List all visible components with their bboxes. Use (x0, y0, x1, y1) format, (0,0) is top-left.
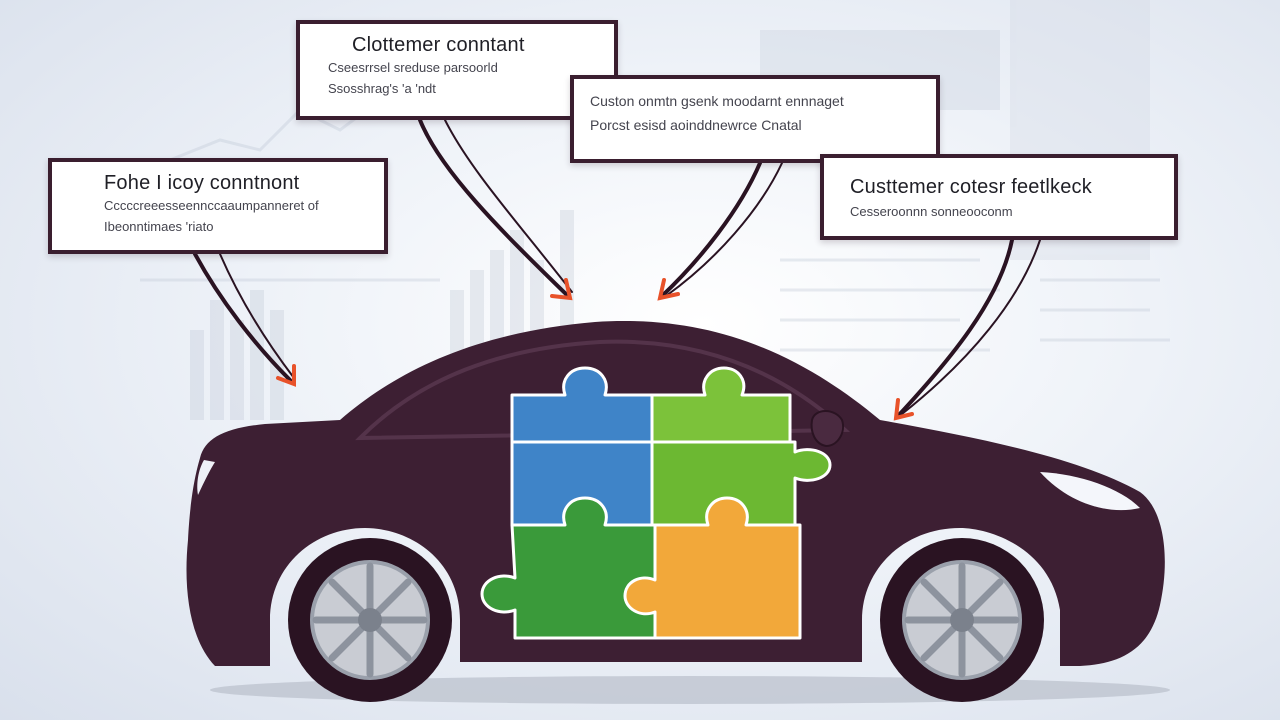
puzzle (480, 366, 832, 640)
speech-bubble-custom-comment: Custon onmtn gsenk moodarnt ennnaget Por… (570, 75, 940, 163)
rear-wheel (288, 538, 452, 702)
bubble-line: Cseesrrsel sreduse parsoorld (328, 60, 498, 75)
speech-bubble-vehicle-comment: Fohe I icoy conntnont Cccccreeesseenncca… (48, 158, 388, 254)
puzzle-piece-lime-top (650, 366, 792, 444)
puzzle-piece-blue-top (510, 366, 654, 444)
bubble-line: Cccccreeesseennccaaumpanneret of (104, 198, 319, 213)
bubble-line: Porcst esisd aoinddnewrce Cnatal (590, 117, 802, 133)
bubble-line: Cesseroonnn sonneooconm (850, 204, 1013, 219)
arrow-heads (276, 278, 914, 421)
arrow-4 (896, 238, 1014, 418)
arrow-head-4 (893, 398, 914, 421)
front-wheel (880, 538, 1044, 702)
speech-bubble-customer-feedback: Custtemer cotesr feetlkeck Cesseroonnn s… (820, 154, 1178, 240)
bubble-title: Fohe I icoy conntnont (104, 172, 300, 194)
bubble-line: Ssosshrag's 'a 'ndt (328, 81, 436, 96)
arrow-1 (418, 118, 570, 298)
bubble-title: Custtemer cotesr feetlkeck (850, 176, 1092, 198)
bubble-line: Custon onmtn gsenk moodarnt ennnaget (590, 93, 844, 109)
bubble-line: Ibeonntimaes 'riato (104, 219, 214, 234)
arrow-head-1 (550, 278, 573, 301)
car-mirror (810, 410, 844, 448)
speech-bubble-customer-comment: Clottemer conntant Cseesrrsel sreduse pa… (296, 20, 618, 120)
arrow-head-2 (657, 278, 680, 301)
car-window-outline (355, 339, 851, 441)
arrow-2 (660, 161, 762, 298)
puzzle-piece-orange-bottom (623, 496, 802, 640)
arrow-head-3 (276, 364, 296, 387)
bubble-title: Clottemer conntant (352, 34, 525, 56)
pointer-arrows (193, 118, 1041, 418)
arrow-3 (193, 252, 292, 382)
puzzle-piece-lime-middle (650, 440, 832, 527)
car-rear-light (197, 460, 215, 495)
car-headlight (1040, 472, 1140, 511)
